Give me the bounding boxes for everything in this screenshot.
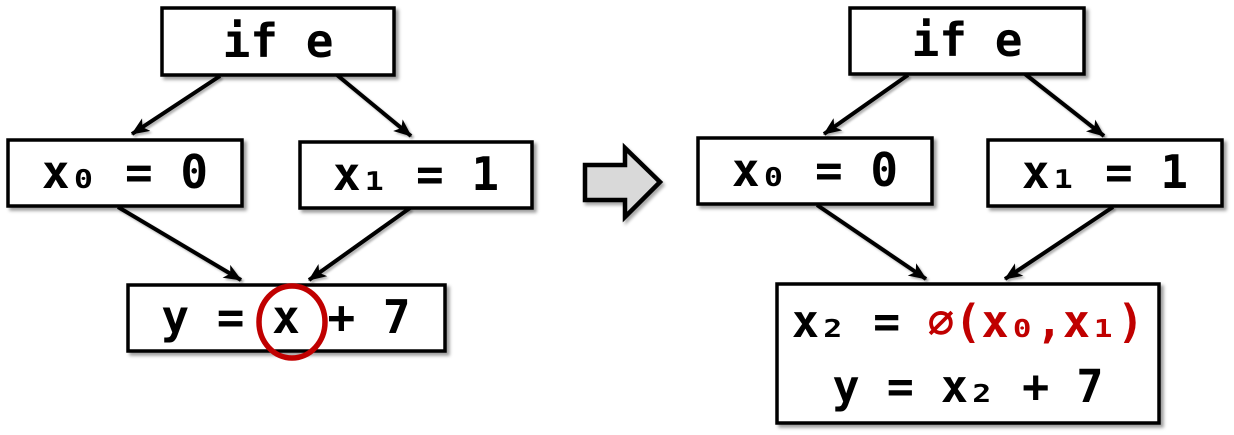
edge-then-to-merge (116, 205, 243, 282)
edge-else-to-merge (1003, 205, 1115, 281)
node-else (986, 138, 1224, 208)
left-cfg: if e x₀ = 0 x₁ = 1 y = x + 7 (6, 6, 534, 361)
node-then-label: x₀ = 0 (732, 143, 898, 197)
edge-if-to-then (130, 74, 222, 136)
phi-assign-lhs: x₂ = (792, 295, 927, 348)
node-merge-phi-line1: x₂ = ∅(x₀,x₁) (792, 295, 1144, 348)
node-if (848, 6, 1086, 76)
phi-function-text: ∅(x₀,x₁) (927, 295, 1144, 348)
node-merge-phi-line2: y = x₂ + 7 (833, 360, 1104, 413)
node-if-label: if e (912, 13, 1023, 67)
node-merge-label: y = x + 7 (161, 290, 410, 344)
node-then-label: x₀ = 0 (42, 145, 208, 199)
edge-else-to-merge (307, 206, 412, 282)
node-merge (126, 283, 447, 353)
node-else-label: x₁ = 1 (1022, 145, 1188, 199)
edge-if-to-then (822, 73, 910, 136)
node-else-label: x₁ = 1 (333, 147, 499, 201)
node-merge-phi (775, 282, 1161, 425)
node-then (696, 136, 934, 206)
node-then (6, 138, 244, 208)
right-cfg: if e x₀ = 0 x₁ = 1 x₂ = ∅(x₀,x₁) y = x₂ … (696, 6, 1224, 425)
edge-if-to-else (1023, 72, 1106, 138)
node-else (298, 140, 534, 210)
node-if-label: if e (223, 14, 334, 68)
node-if (160, 6, 396, 77)
transform-arrow-icon (582, 142, 664, 223)
edge-then-to-merge (815, 203, 928, 281)
highlight-circle (256, 283, 328, 361)
edge-if-to-else (335, 73, 413, 138)
